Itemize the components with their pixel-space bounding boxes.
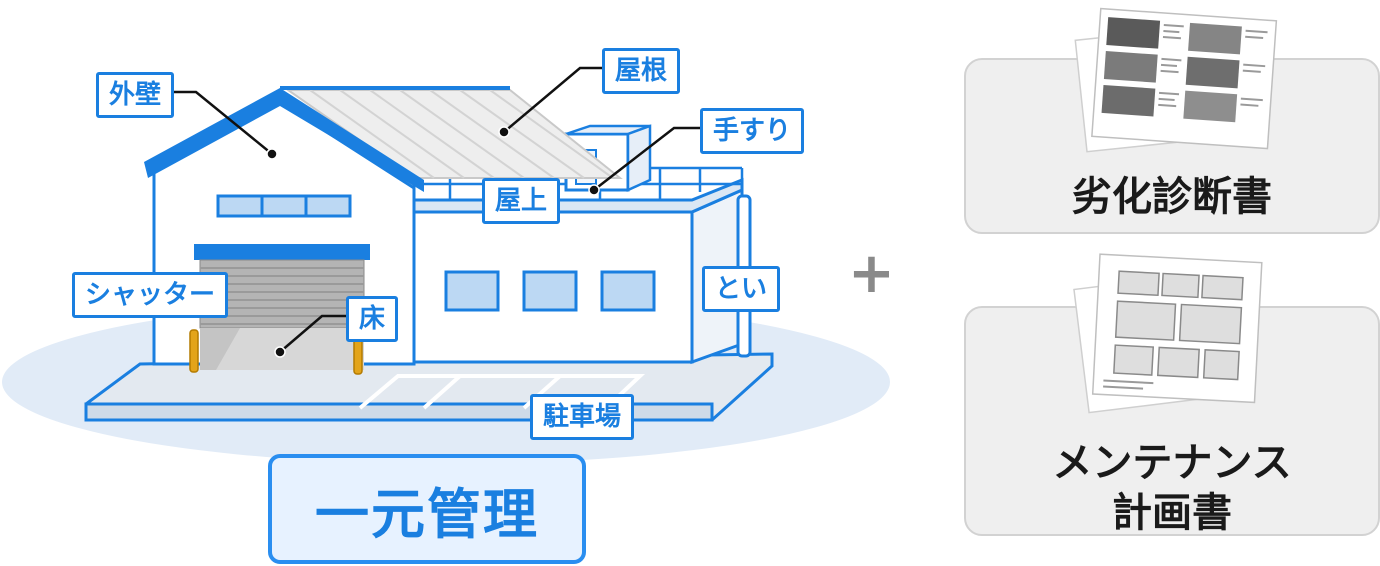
floor-plan-pages-icon <box>1073 253 1263 414</box>
roof-eave <box>144 88 424 192</box>
label-gaiheki: 外壁 <box>96 72 175 118</box>
card-maintenance-line1: メンテナンス <box>1052 440 1292 486</box>
leader-lines <box>174 66 700 353</box>
report-photo-pages-icon <box>1074 7 1278 153</box>
label-tesuri: 手すり <box>700 108 805 154</box>
card-deterioration-report-title: 劣化診断書 <box>1072 174 1272 220</box>
label-yane: 屋根 <box>602 48 681 94</box>
plus-icon: + <box>848 241 895 306</box>
card-maintenance-line2: 計画書 <box>1112 490 1232 536</box>
upper-windows <box>216 194 352 218</box>
label-okujo: 屋上 <box>482 178 561 224</box>
label-toi: とい <box>702 266 781 312</box>
card-maintenance-plan-title: メンテナンス 計画書 <box>966 438 1378 538</box>
label-shutter: シャッター <box>72 272 229 318</box>
annex-windows <box>444 270 656 312</box>
shutter-header <box>194 244 370 260</box>
label-chushajo: 駐車場 <box>530 394 635 440</box>
leader-dots <box>266 126 600 358</box>
centralized-management-box: 一元管理 <box>268 454 586 564</box>
label-yuka: 床 <box>346 296 399 342</box>
